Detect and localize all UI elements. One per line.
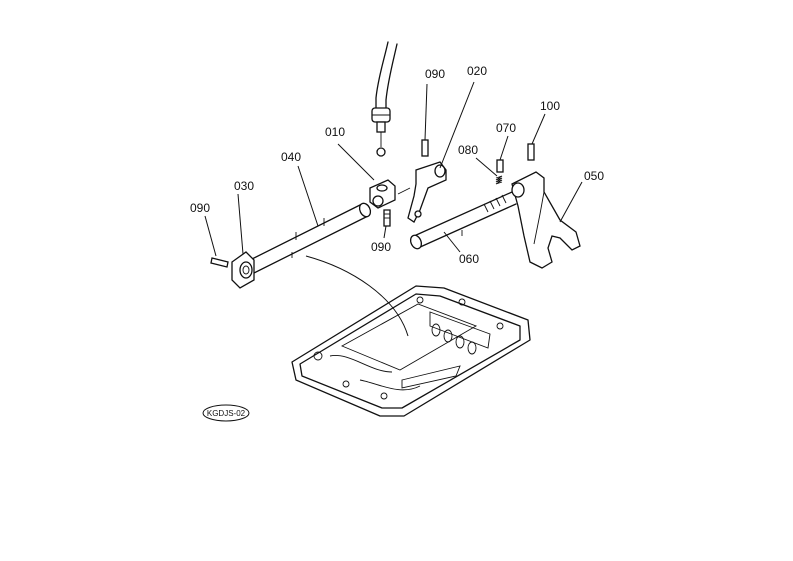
part-100-pin — [527, 143, 535, 161]
part-040-shaft — [245, 187, 411, 275]
callout-020: 020 — [467, 64, 487, 78]
part-070-pin — [496, 159, 504, 173]
figure-code-text: KGDJS-02 — [207, 409, 246, 418]
part-060-rod — [409, 191, 517, 250]
callout-030: 030 — [234, 179, 254, 193]
part-010-joint — [369, 179, 396, 209]
callout-090-mid: 090 — [371, 240, 391, 254]
callout-050: 050 — [584, 169, 604, 183]
part-090-pin-top — [421, 139, 429, 157]
part-090-pin-mid — [383, 209, 391, 227]
part-050-fork — [511, 171, 581, 269]
callout-040: 040 — [281, 150, 301, 164]
part-030-end-block — [231, 251, 255, 289]
callout-010: 010 — [325, 125, 345, 139]
control-cable — [371, 41, 398, 157]
callout-090-left: 090 — [190, 201, 210, 215]
figure-code-tag: KGDJS-02 — [202, 404, 250, 422]
callout-080: 080 — [458, 143, 478, 157]
part-020-lever — [407, 161, 447, 223]
leader-lines — [204, 81, 583, 257]
location-arrow — [305, 255, 409, 337]
callout-060: 060 — [459, 252, 479, 266]
part-090-pin-left — [210, 257, 229, 268]
callout-100: 100 — [540, 99, 560, 113]
part-080-spring — [495, 175, 503, 185]
transmission-housing — [291, 285, 531, 417]
callout-090-top: 090 — [425, 67, 445, 81]
callout-070: 070 — [496, 121, 516, 135]
